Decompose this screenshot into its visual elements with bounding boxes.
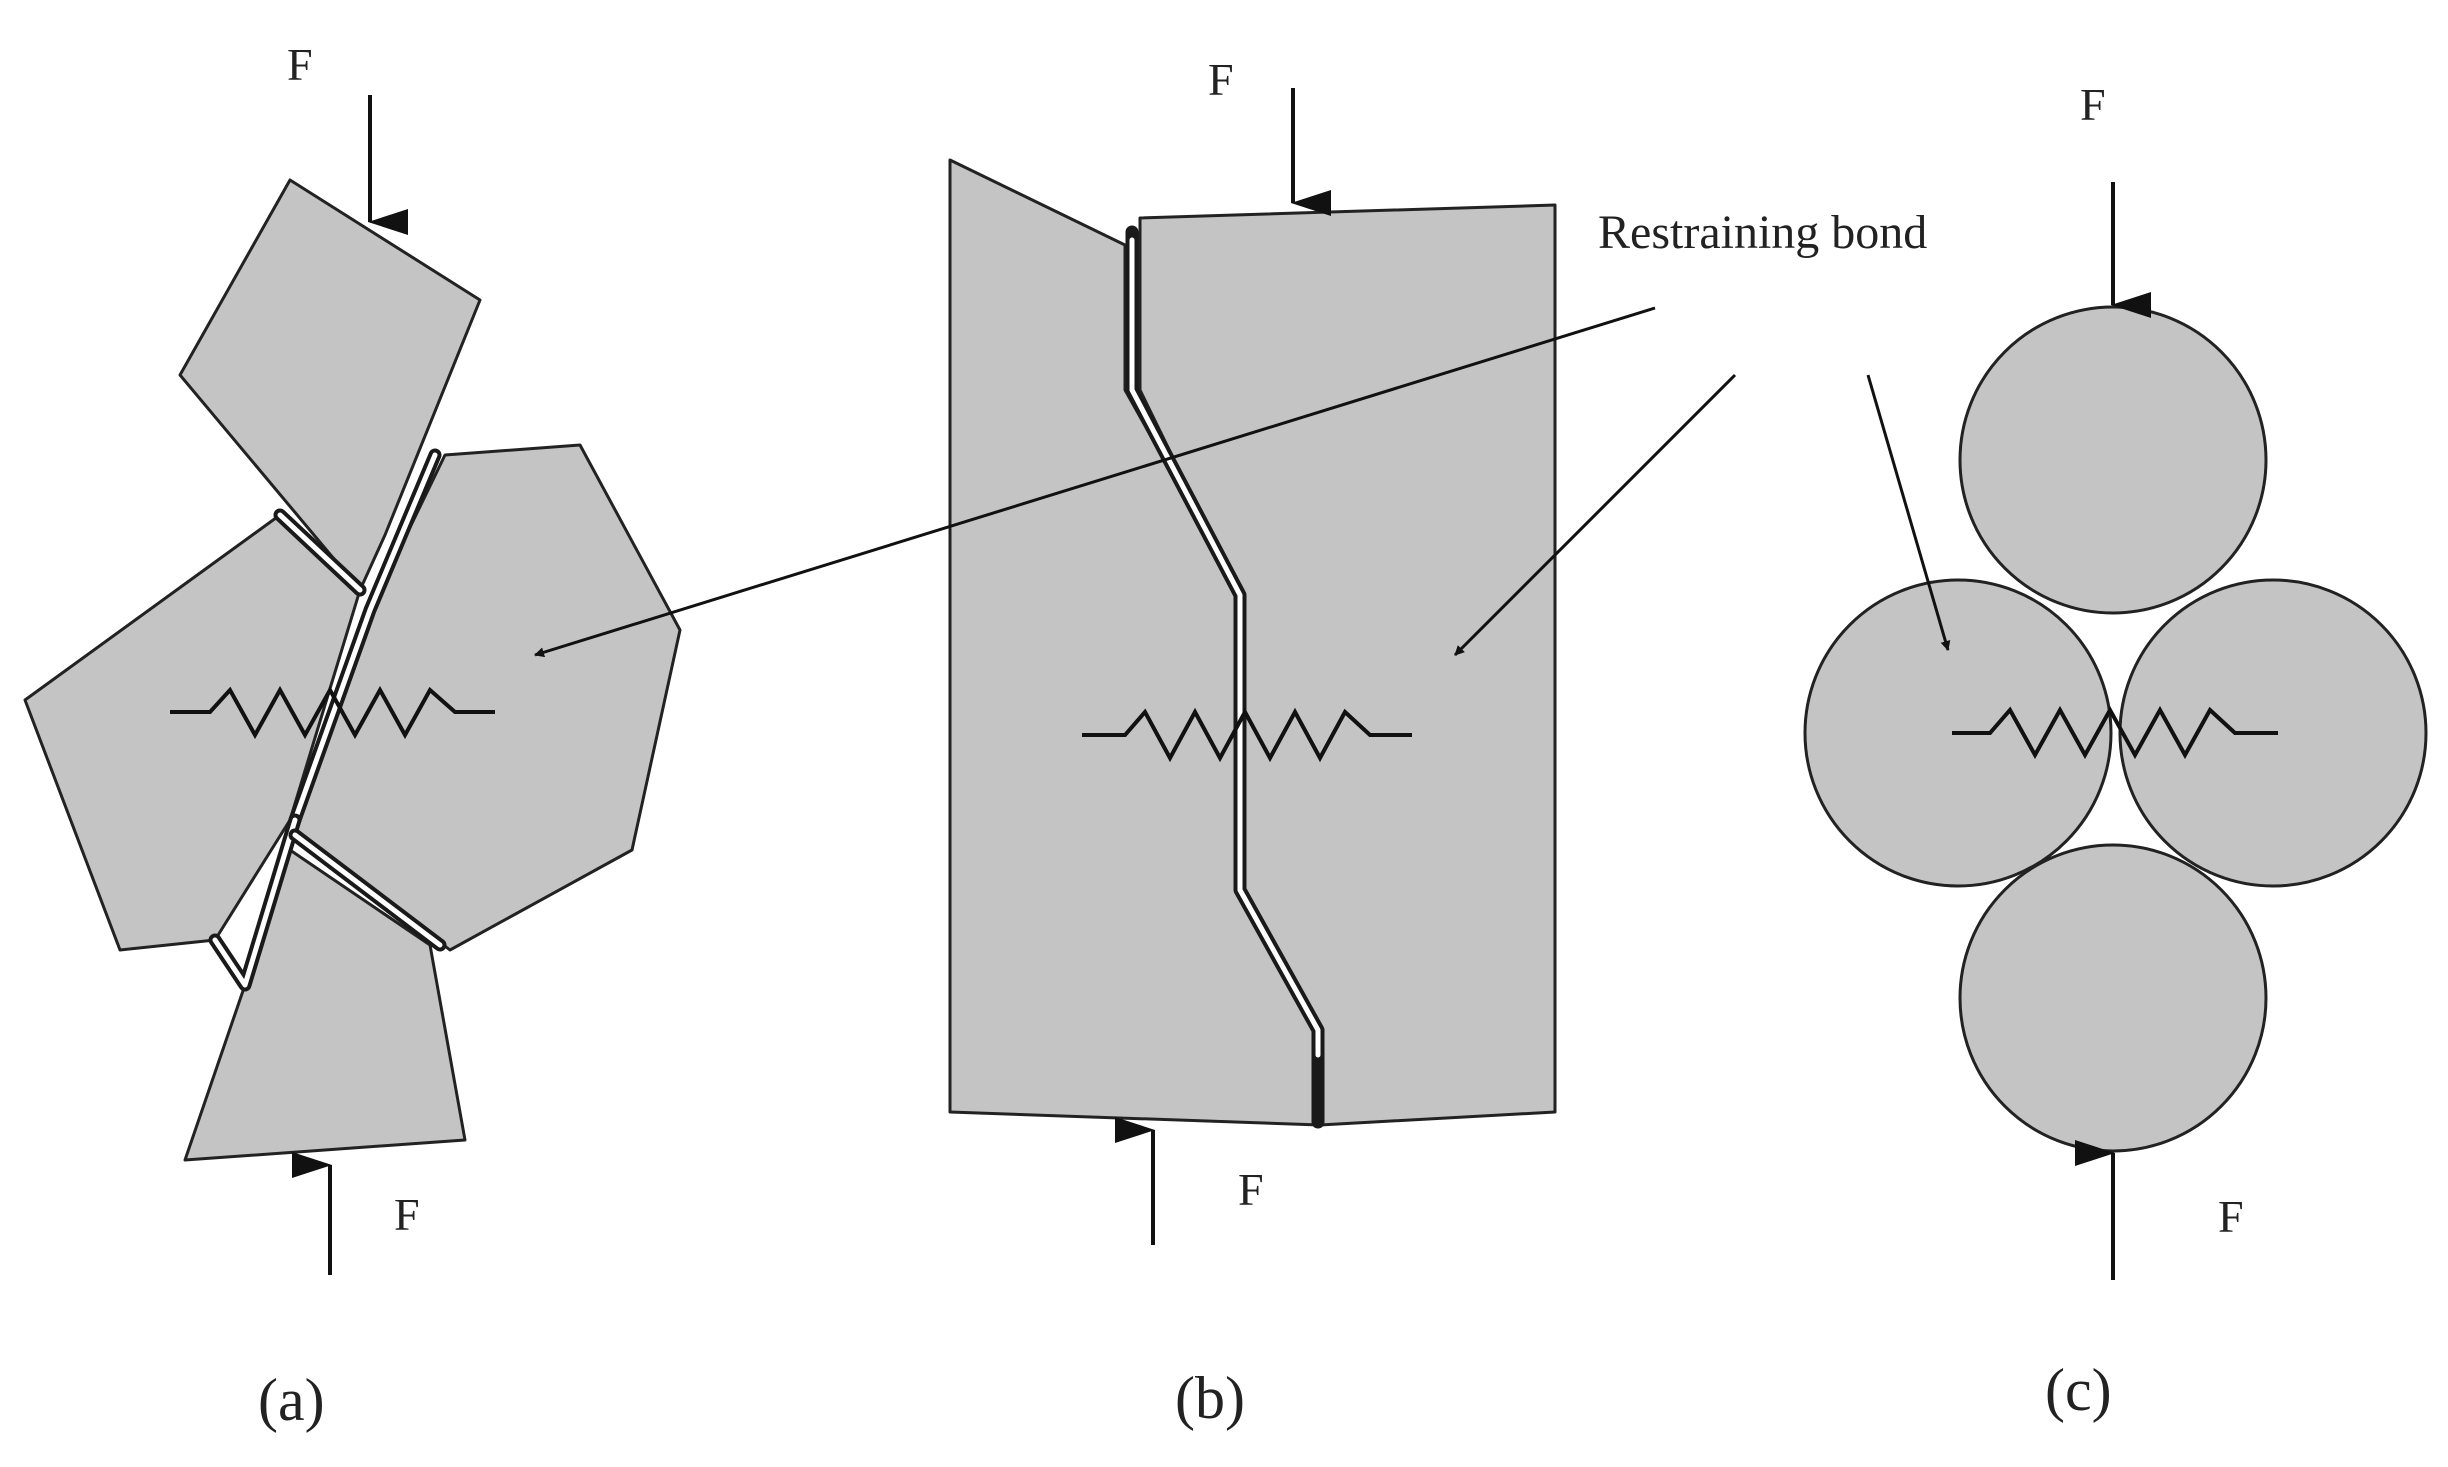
bond-gap-a4-inner	[277, 512, 363, 593]
panel-label-a: (a)	[258, 1367, 325, 1433]
panel-label-b: (b)	[1175, 1365, 1245, 1431]
pointer-arrow-to-b	[1453, 373, 1737, 657]
restraining-bond-label: Restraining bond	[1598, 206, 1927, 259]
panel-b-group: F F (b)	[948, 54, 1557, 1431]
panel-a-group: F F (a)	[23, 39, 682, 1433]
force-label-a-top: F	[287, 39, 313, 90]
force-label-c-bottom: F	[2218, 1191, 2244, 1242]
pointer-arrow-to-a	[534, 306, 1656, 658]
bond-gap-a2-inner	[212, 817, 298, 988]
force-label-a-bottom: F	[394, 1189, 420, 1240]
force-label-b-top: F	[1208, 54, 1234, 105]
force-label-c-top: F	[2080, 79, 2106, 130]
spring-a-icon	[170, 685, 495, 740]
force-label-b-bottom: F	[1238, 1164, 1264, 1215]
spring-c-icon	[1952, 705, 2278, 760]
pointer-arrow-to-c	[1866, 374, 1951, 651]
bond-gap-b-inner	[1129, 237, 1321, 1058]
bond-gap-a3-inner	[292, 832, 443, 948]
spring-b-icon	[1082, 707, 1412, 763]
panel-c-group: F F (c)	[1803, 79, 2428, 1423]
grain-a-top	[178, 178, 482, 592]
grain-c-bottom	[1958, 843, 2268, 1153]
panel-label-c: (c)	[2045, 1357, 2112, 1423]
bond-gap-a1-inner	[292, 452, 438, 823]
grain-c-top	[1958, 305, 2268, 615]
